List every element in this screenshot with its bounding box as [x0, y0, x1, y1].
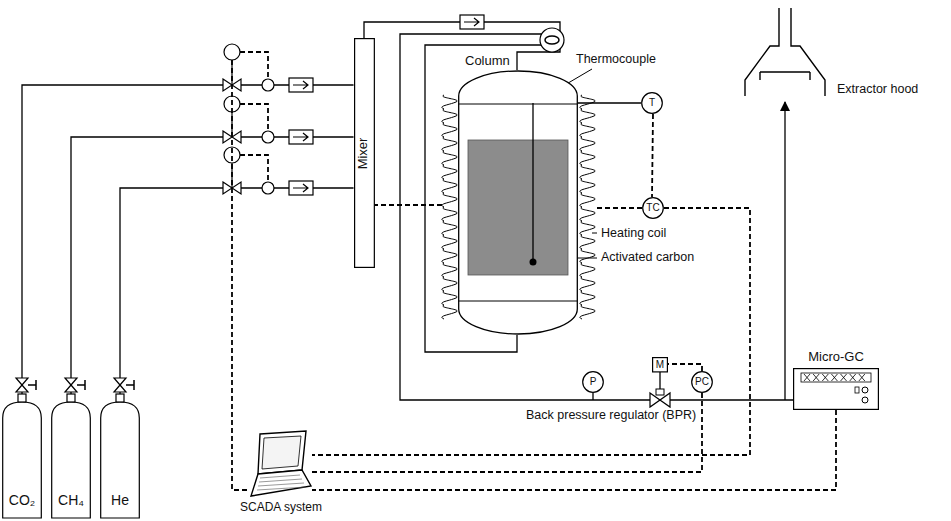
control-signal: [240, 52, 268, 79]
process-line: [400, 34, 793, 400]
instrument-circle: T: [641, 92, 663, 114]
part-label: Back pressure regulator (BPR): [525, 408, 697, 422]
flow-arrow: [293, 81, 308, 89]
control-signal: [373, 204, 444, 206]
valve-body: [656, 389, 664, 395]
flow-sensor: [262, 79, 274, 91]
process-line: [22, 85, 354, 400]
node-text: SCADA system: [240, 501, 322, 515]
adsorption-column: Column: [458, 70, 578, 335]
node-text: P: [590, 376, 597, 388]
control-signal: [232, 60, 250, 490]
extractor-hood: [745, 8, 825, 96]
heating-coil: [442, 95, 457, 319]
valve-rotor: [545, 36, 559, 44]
flow-sensor: [262, 182, 274, 194]
node-text: M: [656, 359, 664, 371]
flow-meter: [289, 181, 313, 195]
scada-laptop: SCADA system: [250, 430, 312, 498]
text-holder: T: [641, 92, 663, 114]
instrument-circle: TC: [642, 197, 664, 219]
part-label: Activated carbon: [600, 250, 695, 264]
signal-line: [652, 114, 653, 197]
gas-cylinder: He: [100, 400, 140, 518]
text-holder: M: [652, 357, 668, 373]
text-holder: TC: [642, 197, 664, 219]
adsorption-column-outline: [458, 70, 578, 335]
hand-valve: [16, 378, 28, 392]
signal-line: [312, 393, 702, 472]
text-holder: He: [100, 492, 140, 508]
mixer-box: Mixer: [354, 38, 375, 268]
text-holder: CO₂: [2, 492, 42, 508]
four-way-valve: [540, 28, 564, 52]
micro-gc: Micro-GC: [793, 368, 879, 410]
control-signal: [596, 207, 642, 209]
node-text: T: [649, 97, 655, 109]
flow-meter: [289, 130, 313, 144]
sensor-tap: [592, 393, 593, 400]
signal-line: [668, 364, 702, 371]
heating-coil: [580, 95, 595, 319]
node-text: CH₄: [58, 492, 84, 508]
node-text: Micro-GC: [808, 350, 864, 365]
text-holder: SCADA system: [240, 501, 322, 515]
instrument-circle: P: [582, 371, 604, 393]
node-text: Column: [465, 54, 510, 69]
flow-arrow: [293, 133, 308, 141]
text-holder: Column: [465, 54, 510, 69]
valve-handle: [77, 380, 85, 390]
process-line: [71, 137, 354, 400]
text-holder: Micro-GC: [808, 350, 864, 365]
process-line: [120, 188, 354, 400]
valve-actuator: [224, 44, 240, 60]
text-holder: CH₄: [51, 492, 91, 508]
node-text: TC: [646, 202, 659, 214]
node-text: Mixer: [357, 137, 372, 169]
leader-line: [592, 233, 597, 234]
text-holder: P: [582, 371, 604, 393]
gas-cylinder: CH₄: [51, 400, 91, 518]
text-holder: Mixer: [354, 38, 375, 268]
part-label: Extractor hood: [836, 82, 919, 96]
scada-laptop-outline: [250, 430, 312, 498]
valve-handle: [28, 380, 36, 390]
control-signal: [240, 155, 268, 182]
hand-valve: [65, 378, 77, 392]
micro-gc-outline: [793, 368, 879, 410]
motor-actuator: M: [652, 357, 668, 373]
flow-meter: [460, 15, 484, 29]
instrument-circle: PC: [691, 371, 713, 393]
gas-cylinder: CO₂: [2, 400, 42, 518]
hand-valve: [114, 378, 126, 392]
part-label: Thermocouple: [575, 52, 657, 66]
flow-meter: [289, 78, 313, 92]
valve-handle: [126, 380, 134, 390]
flow-arrow: [293, 184, 308, 192]
text-holder: PC: [691, 371, 713, 393]
flow-sensor: [262, 131, 274, 143]
node-text: CO₂: [9, 492, 35, 508]
node-text: He: [111, 492, 129, 508]
vent-line: [784, 102, 785, 400]
flow-arrow: [464, 18, 479, 26]
part-label: Heating coil: [600, 226, 667, 240]
control-signal: [240, 104, 268, 131]
node-text: PC: [695, 376, 709, 388]
